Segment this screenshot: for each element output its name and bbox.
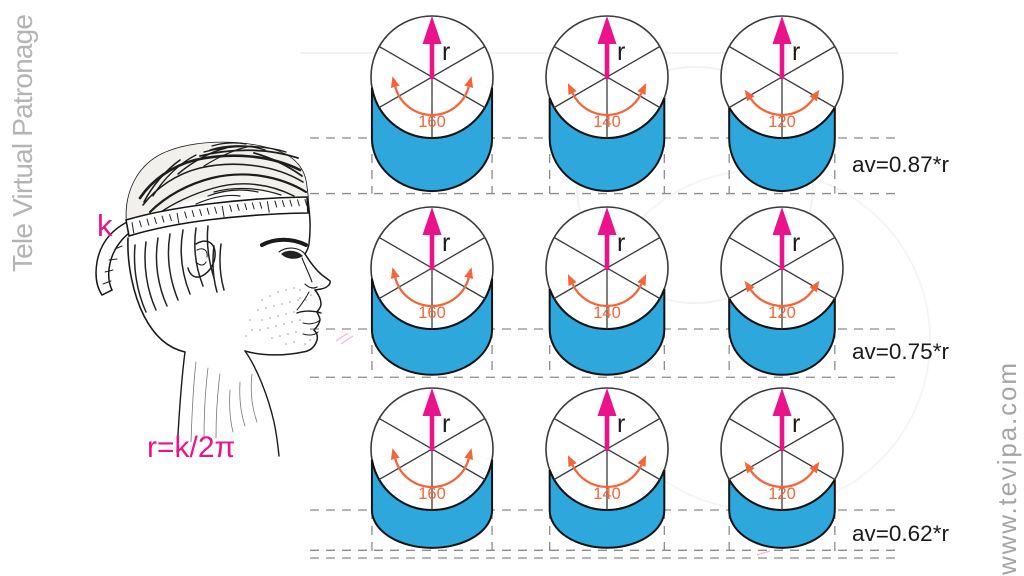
head-illustration <box>95 141 331 457</box>
angle-value-label: 140 <box>593 304 621 322</box>
cap-diagram-r3-c2: r 140 <box>545 387 669 549</box>
website-vertical-text: www.tevipa.com <box>992 363 1022 576</box>
angle-value-label: 140 <box>593 113 621 131</box>
radius-label: r <box>792 410 800 438</box>
radius-arrow-icon <box>597 207 617 235</box>
angle-arc-arrowhead-icon <box>464 267 474 279</box>
radius-label: r <box>617 229 625 257</box>
angle-arc-arrowhead-icon <box>464 76 474 88</box>
angle-arc <box>749 98 815 117</box>
angle-arc <box>571 283 643 308</box>
beard-stubble <box>245 287 312 345</box>
cap-diagram-r3-c3: r 120 <box>720 387 844 549</box>
radius-arrow-icon <box>772 207 792 235</box>
face-profile <box>244 199 331 356</box>
visor-top-arc <box>728 297 836 330</box>
cap-diagram-r1-c3: r 120 <box>720 15 844 193</box>
angle-value-label: 160 <box>418 304 446 322</box>
angle-arc-arrowhead-icon <box>567 83 577 95</box>
angle-value-label: 120 <box>768 113 796 131</box>
visor-top-arc <box>728 106 836 139</box>
radius-arrow-icon <box>422 388 442 416</box>
av-label-row3: av=0.62*r <box>852 521 949 546</box>
cap-diagram-r2-c3: r 120 <box>720 206 844 376</box>
angle-arc-arrowhead-icon <box>567 455 577 467</box>
av-label-row2: av=0.75*r <box>852 339 949 364</box>
angle-arc-arrowhead-icon <box>744 280 755 293</box>
radius-arrow-icon <box>597 388 617 416</box>
cap-diagram-r1-c1: r 160 <box>370 15 494 192</box>
radius-label: r <box>442 410 450 438</box>
angle-arc-arrowhead-icon <box>744 461 755 474</box>
cap-diagram-r3-c1: r 160 <box>370 387 494 549</box>
cap-diagram-r1-c2: r 140 <box>545 15 669 192</box>
hair-top <box>126 142 308 224</box>
cap-diagram-grid: r 160 r 140 r 120 r 160 r 140 r 120 r 160 r 140 r 120 <box>370 15 844 549</box>
facial-features <box>187 237 322 336</box>
angle-value-label: 160 <box>418 113 446 131</box>
tape-tick-marks <box>131 199 308 234</box>
angle-arc-arrowhead-icon <box>637 274 647 286</box>
angle-arc-arrowhead-icon <box>390 448 400 460</box>
radius-arrow-icon <box>422 207 442 235</box>
angle-arc-arrowhead-icon <box>809 89 820 102</box>
angle-arc <box>394 86 470 117</box>
angle-arc-arrowhead-icon <box>809 461 820 474</box>
cap-diagram-r2-c2: r 140 <box>545 206 669 376</box>
angle-value-label: 120 <box>768 304 796 322</box>
neck-hatching <box>190 361 258 443</box>
radius-arrow-icon <box>772 388 792 416</box>
visor-top-arc <box>728 478 836 511</box>
radius-label: r <box>792 38 800 66</box>
angle-arc-arrowhead-icon <box>464 448 474 460</box>
angle-arc-arrowhead-icon <box>637 455 647 467</box>
angle-value-label: 140 <box>593 485 621 503</box>
angle-arc <box>394 277 470 308</box>
radius-label: r <box>617 410 625 438</box>
angle-arc-arrowhead-icon <box>744 89 755 102</box>
angle-arc-arrowhead-icon <box>637 83 647 95</box>
radius-arrow-icon <box>422 16 442 44</box>
cap-diagram-r2-c1: r 160 <box>370 206 494 376</box>
angle-arc-arrowhead-icon <box>567 274 577 286</box>
angle-arc <box>394 458 470 489</box>
radius-label: r <box>792 229 800 257</box>
angle-arc-arrowhead-icon <box>390 267 400 279</box>
angle-arc-arrowhead-icon <box>809 280 820 293</box>
measuring-tape <box>95 196 309 296</box>
radius-arrow-icon <box>597 16 617 44</box>
angle-arc <box>571 464 643 489</box>
angle-value-label: 160 <box>418 485 446 503</box>
angle-arc <box>749 289 815 308</box>
angle-arc <box>749 470 815 489</box>
radius-formula-label: r=k/2π <box>147 431 235 464</box>
head-circumference-label: k <box>97 208 113 243</box>
left-brand-vertical-text: Tele Virtual Patronage <box>7 14 38 272</box>
radius-arrow-icon <box>772 16 792 44</box>
radius-label: r <box>442 38 450 66</box>
angle-arc-arrowhead-icon <box>390 76 400 88</box>
radius-label: r <box>617 38 625 66</box>
radius-label: r <box>442 229 450 257</box>
av-label-row1: av=0.87*r <box>852 152 949 177</box>
angle-value-label: 120 <box>768 485 796 503</box>
angle-arc <box>571 92 643 117</box>
hair-back <box>127 225 225 353</box>
